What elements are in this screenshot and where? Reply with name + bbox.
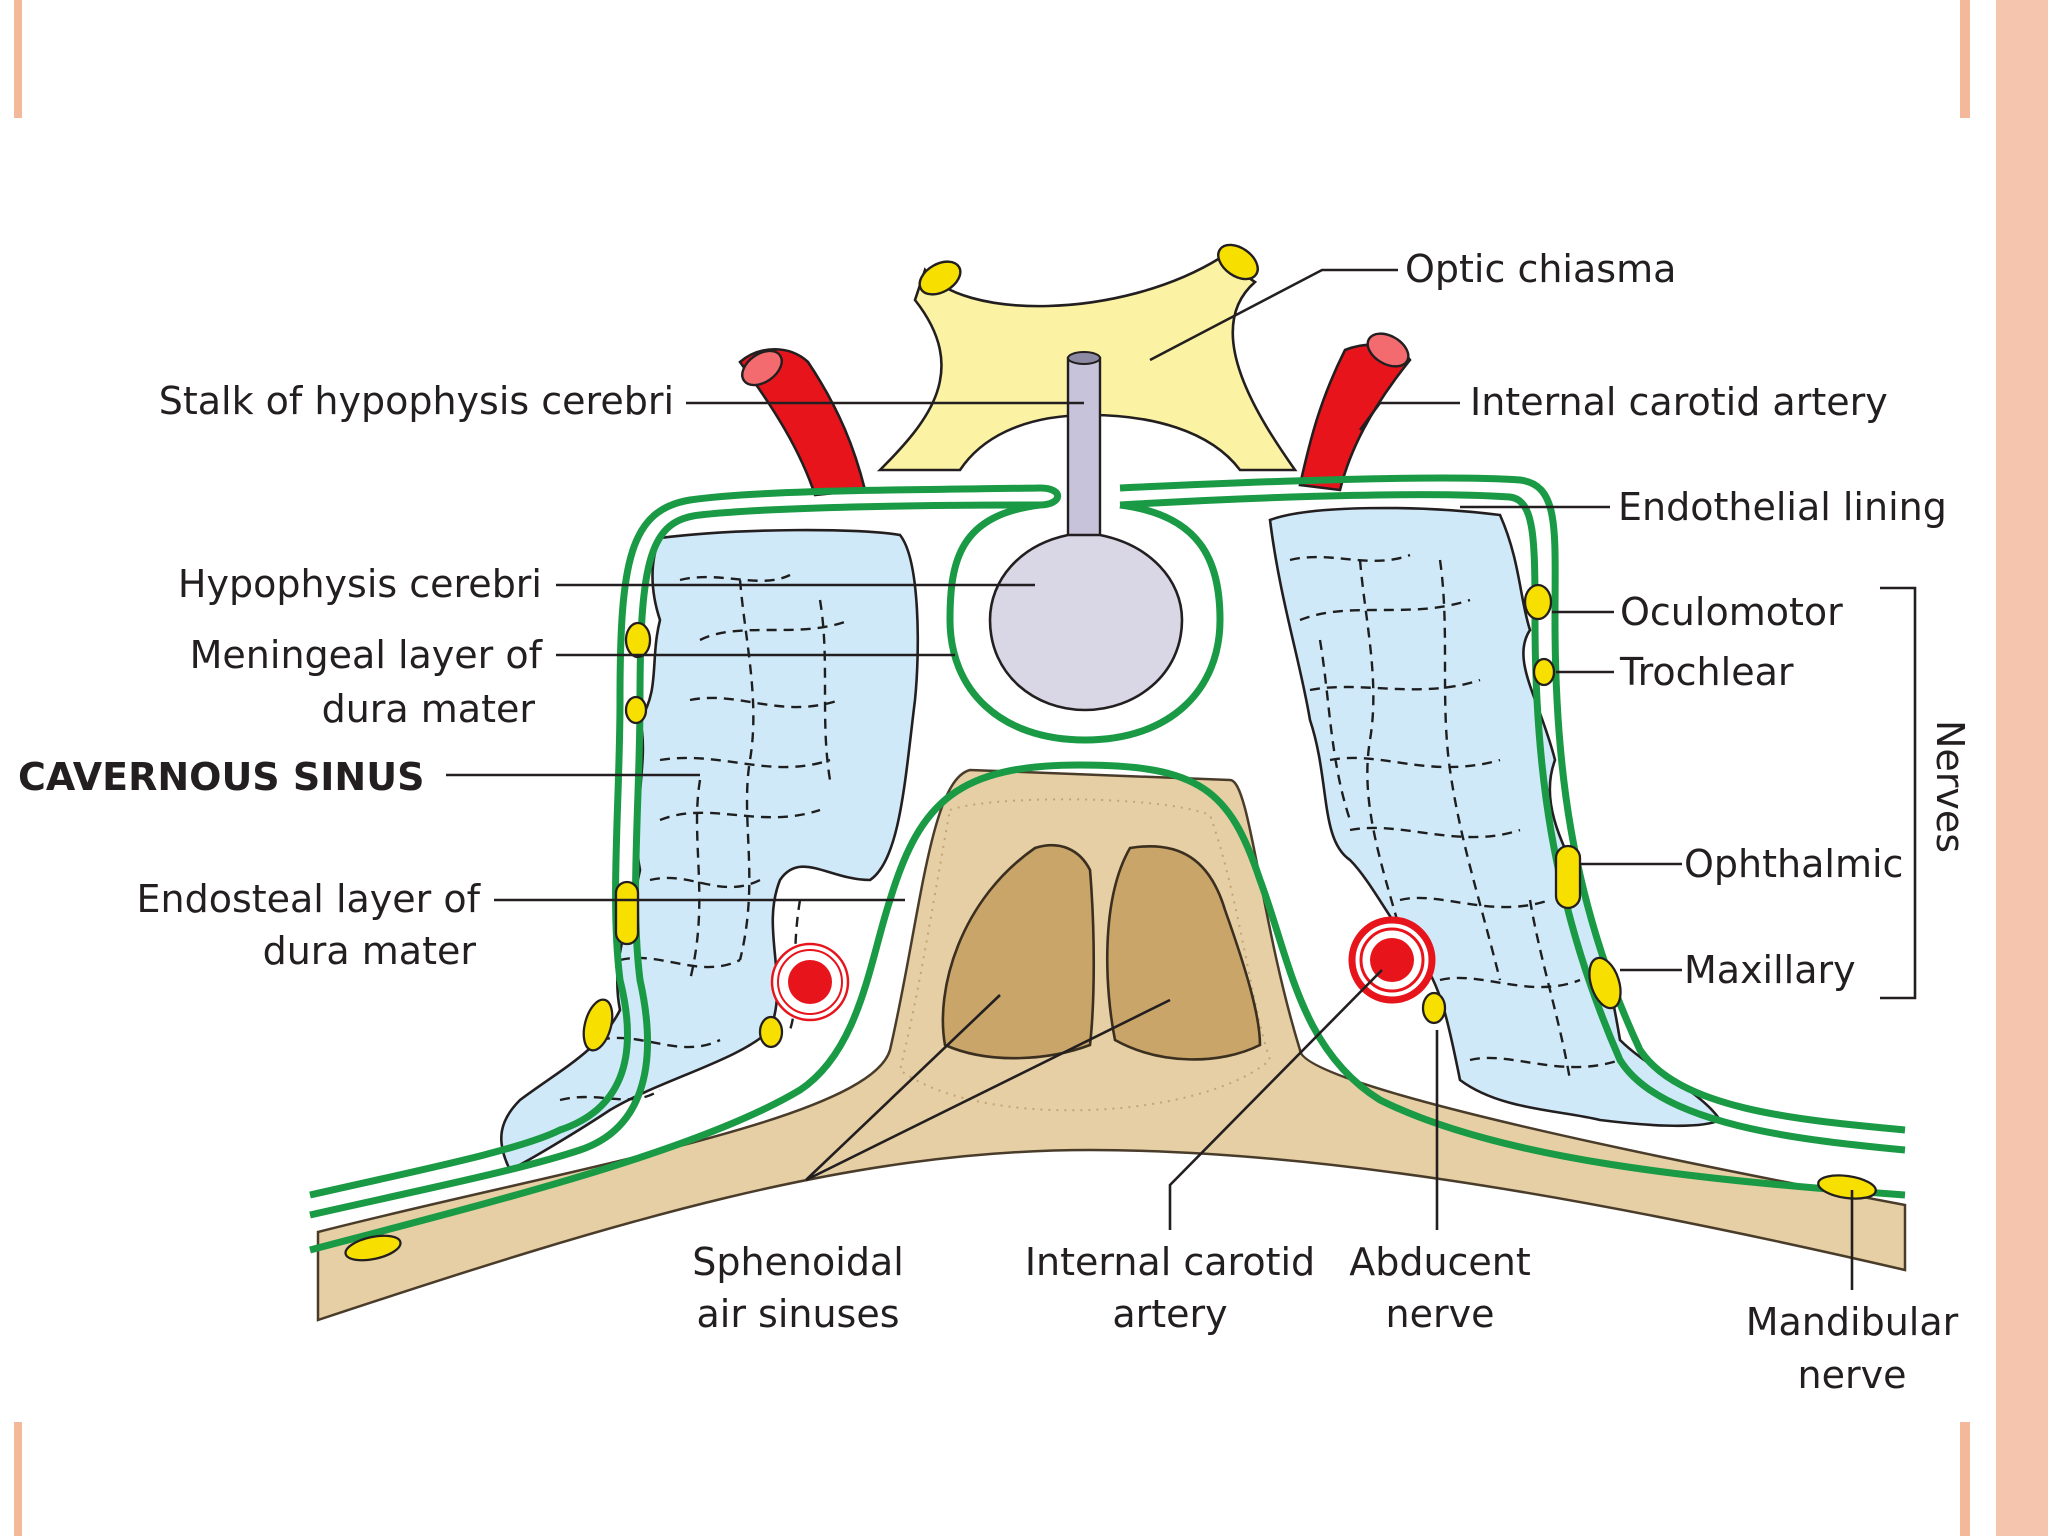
label-ica-bottom-1: Internal carotid [1025, 1240, 1315, 1284]
label-meningeal-2: dura mater [322, 687, 536, 731]
right-abducent-nerve [1421, 991, 1447, 1025]
dura-mater-outer-left [309, 484, 1062, 1219]
label-meningeal-1: Meningeal layer of [190, 633, 544, 677]
stalk-top-end [1067, 351, 1101, 365]
left-sinus-network [559, 573, 851, 1102]
label-abducent-2: nerve [1386, 1292, 1495, 1336]
right-sinus-network [1289, 553, 1621, 1081]
right-border-strip [1996, 0, 2048, 1536]
label-endosteal-1: Endosteal layer of [136, 877, 481, 921]
left-abducent-nerve [758, 1015, 784, 1049]
label-hypophysis: Hypophysis cerebri [178, 562, 542, 606]
right-bottom-border-line [1960, 1422, 1970, 1536]
label-mandibular-1: Mandibular [1746, 1300, 1959, 1344]
label-nerves: Nerves [1928, 720, 1972, 853]
right-oculomotor-nerve [1523, 583, 1553, 621]
right-trochlear-nerve [1532, 657, 1556, 687]
left-oculomotor-nerve [624, 621, 652, 659]
right-mandibular-nerve [1817, 1174, 1877, 1200]
left-air-sinus [941, 843, 1096, 1060]
label-trochlear: Trochlear [1619, 650, 1794, 694]
label-endosteal-2: dura mater [263, 929, 477, 973]
label-sphenoidal-2: air sinuses [696, 1292, 899, 1336]
label-mandibular-2: nerve [1798, 1353, 1907, 1397]
left-cavernous-sinus [499, 528, 920, 1172]
left-maxillary-nerve [582, 998, 614, 1052]
left-ophthalmic-nerve [614, 880, 640, 946]
left-ica-lumen [741, 349, 783, 387]
label-endothelial: Endothelial lining [1618, 485, 1947, 529]
optic-nerve-left-end [918, 260, 962, 296]
right-ica-lumen [1366, 332, 1410, 368]
dura-hypophyseal-fossa [946, 501, 1224, 744]
leader-lines [446, 268, 1917, 1290]
label-optic-chiasma: Optic chiasma [1405, 247, 1676, 291]
label-stalk: Stalk of hypophysis cerebri [159, 379, 674, 423]
left-internal-carotid-artery [738, 347, 867, 497]
right-top-border-line [1960, 0, 1970, 118]
left-top-border-bar [14, 0, 22, 118]
optic-nerve-right-end [1217, 243, 1259, 281]
left-trochlear-nerve [624, 695, 648, 725]
sphenoid-bone [316, 768, 1907, 1322]
right-ophthalmic-nerve [1554, 844, 1582, 910]
label-ophthalmic: Ophthalmic [1684, 842, 1903, 886]
bone-stipple [898, 798, 1272, 1112]
left-mandibular-nerve [344, 1234, 402, 1262]
label-abducent-1: Abducent [1349, 1240, 1531, 1284]
label-oculomotor: Oculomotor [1620, 590, 1843, 634]
label-maxillary: Maxillary [1684, 948, 1856, 992]
label-ica-top: Internal carotid artery [1470, 380, 1888, 424]
right-air-sinus [1106, 845, 1262, 1061]
hypophysis-cerebri [988, 533, 1184, 712]
right-maxillary-nerve [1588, 956, 1622, 1010]
label-ica-bottom-2: artery [1112, 1292, 1227, 1336]
left-ica-in-sinus [788, 960, 832, 1004]
left-bottom-border-bar [14, 1422, 22, 1536]
hypophyseal-stalk [1066, 356, 1102, 540]
dura-mater-bottom-left [309, 761, 1906, 1254]
label-sphenoidal-1: Sphenoidal [692, 1240, 904, 1284]
label-cavernous-sinus: CAVERNOUS SINUS [18, 755, 424, 799]
